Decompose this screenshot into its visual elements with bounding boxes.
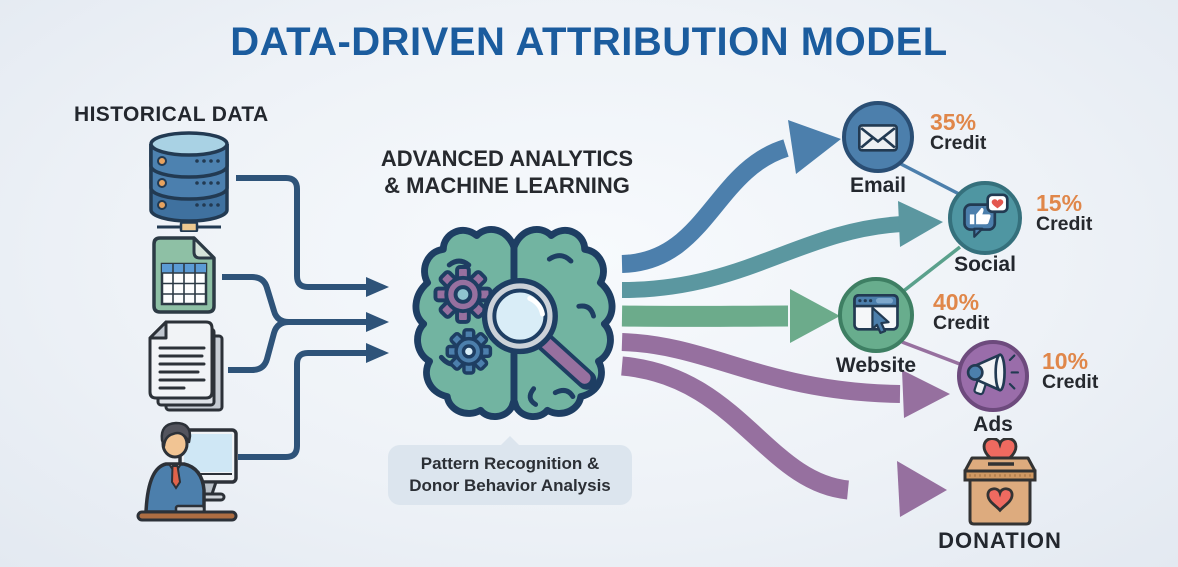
flow-arrow-email <box>621 139 790 273</box>
brain-gears-magnifier-icon <box>406 212 622 428</box>
documents-icon <box>146 320 226 414</box>
magnifier <box>481 278 597 390</box>
website-credit: 40% Credit <box>933 289 990 335</box>
email-credit-percent: 35% <box>930 109 977 135</box>
social-credit-label: Credit <box>1036 213 1093 236</box>
social-node <box>948 181 1022 255</box>
social-icon <box>963 193 1009 238</box>
website-node <box>838 277 914 353</box>
link-social-website <box>899 245 962 295</box>
callout-line2: Donor Behavior Analysis <box>409 476 611 496</box>
analytics-heading: ADVANCED ANALYTICS & MACHINE LEARNING <box>377 146 637 200</box>
page-title: DATA-DRIVEN ATTRIBUTION MODEL <box>230 20 948 64</box>
link-website-ads <box>901 340 966 368</box>
website-credit-percent: 40% <box>933 289 980 315</box>
website-credit-label: Credit <box>933 312 990 335</box>
analyst-at-computer-icon <box>136 420 238 528</box>
flow-arrow-social <box>621 216 903 298</box>
analytics-heading-line1: ADVANCED ANALYTICS <box>380 146 634 171</box>
flow-arrow-ads <box>621 333 901 403</box>
link-email-social <box>898 161 962 197</box>
ads-credit-label: Credit <box>1042 371 1099 394</box>
social-label: Social <box>954 253 1016 276</box>
callout-line1: Pattern Recognition & <box>420 454 600 473</box>
database-icon <box>145 130 237 232</box>
ads-node <box>957 340 1029 412</box>
social-credit-percent: 15% <box>1036 190 1083 216</box>
social-credit: 15% Credit <box>1036 190 1093 236</box>
spreadsheet-icon <box>152 236 218 314</box>
email-icon <box>858 124 898 152</box>
source-arrowheads <box>366 277 389 363</box>
email-node <box>842 101 914 173</box>
source-connectors <box>222 175 366 460</box>
website-icon <box>853 293 899 335</box>
flow-arrow-donation <box>621 356 850 500</box>
historical-data-heading: HISTORICAL DATA <box>74 103 269 126</box>
ads-label: Ads <box>973 413 1013 436</box>
analytics-heading-line2: & MACHINE LEARNING <box>384 172 630 198</box>
gear-blue <box>445 328 493 375</box>
donation-box-icon <box>958 438 1042 530</box>
ads-icon <box>966 353 1019 396</box>
website-label: Website <box>835 354 917 377</box>
analytics-callout: Pattern Recognition & Donor Behavior Ana… <box>388 435 632 506</box>
ads-credit: 10% Credit <box>1042 348 1099 394</box>
email-credit-label: Credit <box>930 132 987 155</box>
email-credit: 35% Credit <box>930 109 987 155</box>
ads-credit-percent: 10% <box>1042 348 1089 374</box>
email-label: Email <box>849 174 907 197</box>
donation-label: DONATION <box>938 528 1062 553</box>
